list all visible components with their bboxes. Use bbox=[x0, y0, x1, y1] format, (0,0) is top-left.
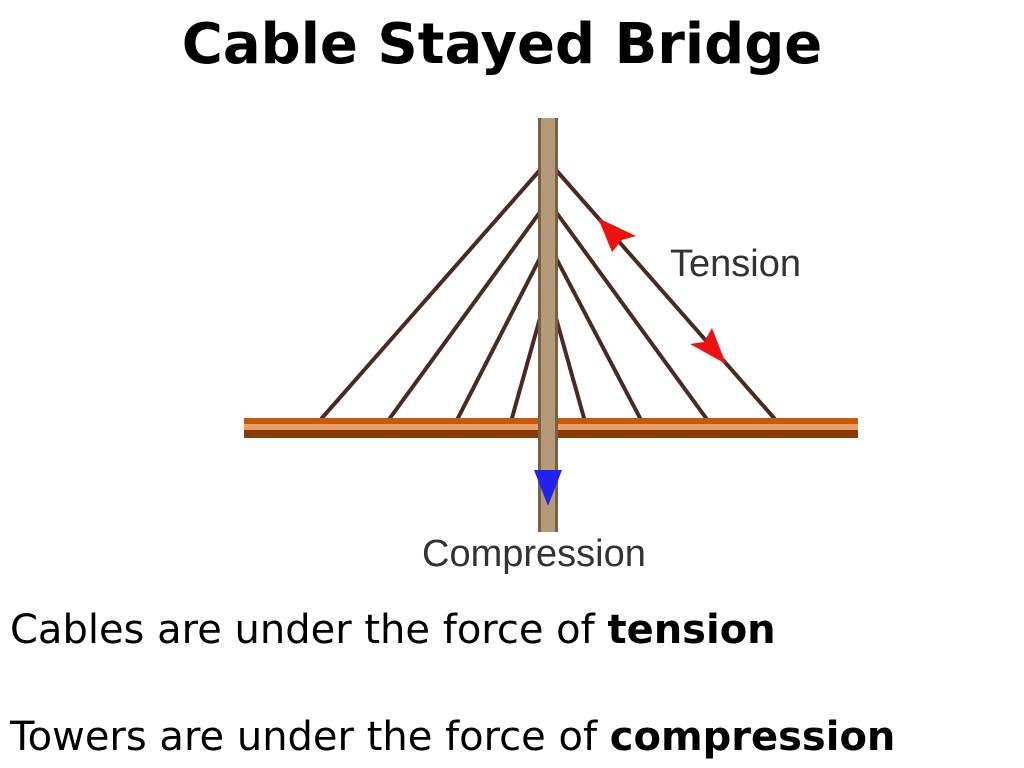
compression-label: Compression bbox=[422, 533, 646, 575]
cable-right-4 bbox=[554, 316, 586, 420]
caption-emphasis-compression: compression bbox=[609, 714, 896, 760]
tension-label: Tension bbox=[670, 243, 801, 285]
cable-right-3 bbox=[554, 256, 642, 420]
cable-stayed-bridge-diagram: Tension Compression bbox=[244, 118, 858, 575]
slide-title: Cable Stayed Bridge bbox=[181, 12, 823, 77]
cable-left-2 bbox=[388, 210, 542, 420]
blue-arrow-icon bbox=[534, 470, 562, 506]
cable-right-2 bbox=[554, 210, 708, 420]
red-arrow-icon bbox=[598, 218, 726, 364]
caption-text: Towers are under the force of bbox=[10, 714, 610, 760]
caption-emphasis-tension: tension bbox=[607, 607, 776, 653]
cable-right-1 bbox=[554, 168, 776, 420]
cable-left-3 bbox=[456, 256, 542, 420]
bridge-tower bbox=[538, 118, 558, 532]
cable-left-1 bbox=[320, 168, 542, 420]
caption-text: Cables are under the force of bbox=[10, 607, 608, 653]
caption-compression: Towers are under the force of compressio… bbox=[10, 713, 895, 761]
cables bbox=[320, 168, 776, 420]
caption-tension: Cables are under the force of tension bbox=[10, 606, 776, 654]
cable-left-4 bbox=[510, 316, 542, 420]
